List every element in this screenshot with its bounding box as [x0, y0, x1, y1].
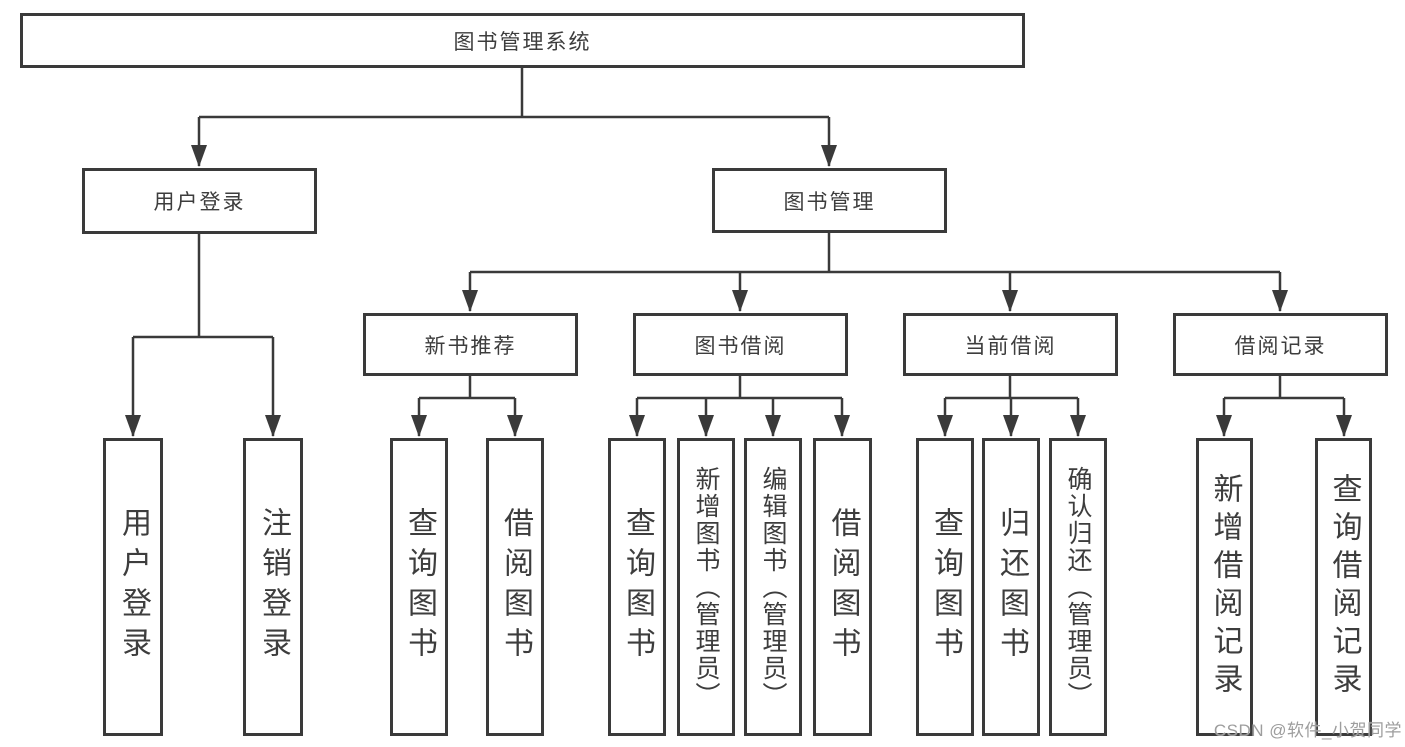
leaf-query-borrow-record: 查询借阅记录 — [1315, 438, 1372, 736]
leaf-borrow-books-recommend-label: 借阅图书 — [499, 507, 532, 667]
leaf-user-login-label: 用户登录 — [117, 507, 150, 667]
leaf-query-books-borrowing-label: 查询图书 — [621, 507, 654, 667]
leaf-add-borrow-record: 新增借阅记录 — [1196, 438, 1253, 736]
node-book-borrowing: 图书借阅 — [633, 313, 848, 376]
leaf-query-borrow-record-label: 查询借阅记录 — [1327, 473, 1361, 701]
leaf-return-books-label: 归还图书 — [995, 507, 1028, 667]
leaf-query-books-current-label: 查询图书 — [929, 507, 962, 667]
node-borrowing-records: 借阅记录 — [1173, 313, 1388, 376]
leaf-add-borrow-record-label: 新增借阅记录 — [1208, 473, 1242, 701]
node-new-book-recommend-label: 新书推荐 — [424, 334, 517, 358]
leaf-query-books-current: 查询图书 — [916, 438, 974, 736]
node-current-borrowing-label: 当前借阅 — [964, 334, 1057, 358]
leaf-logout-label: 注销登录 — [257, 507, 290, 667]
node-book-borrowing-label: 图书借阅 — [694, 334, 787, 358]
leaf-add-books-admin: 新增图书（管理员） — [677, 438, 735, 736]
node-new-book-recommend: 新书推荐 — [363, 313, 578, 376]
leaf-borrow-books-borrowing: 借阅图书 — [813, 438, 872, 736]
node-book-management-label: 图书管理 — [783, 190, 876, 214]
leaf-edit-books-admin-label: 编辑图书（管理员） — [759, 465, 787, 709]
leaf-borrow-books-recommend: 借阅图书 — [486, 438, 544, 736]
leaf-query-books-recommend-label: 查询图书 — [403, 507, 436, 667]
node-user-login: 用户登录 — [82, 168, 317, 234]
node-current-borrowing: 当前借阅 — [903, 313, 1118, 376]
leaf-add-books-admin-label: 新增图书（管理员） — [692, 465, 720, 709]
leaf-confirm-return-admin-label: 确认归还（管理员） — [1064, 465, 1092, 709]
leaf-borrow-books-borrowing-label: 借阅图书 — [826, 507, 860, 667]
leaf-logout: 注销登录 — [243, 438, 303, 736]
node-borrowing-records-label: 借阅记录 — [1234, 334, 1327, 358]
leaf-query-books-recommend: 查询图书 — [390, 438, 448, 736]
leaf-edit-books-admin: 编辑图书（管理员） — [744, 438, 802, 736]
leaf-return-books: 归还图书 — [982, 438, 1040, 736]
node-root-label: 图书管理系统 — [453, 30, 592, 54]
leaf-confirm-return-admin: 确认归还（管理员） — [1049, 438, 1107, 736]
leaf-query-books-borrowing: 查询图书 — [608, 438, 666, 736]
csdn-watermark: CSDN @软件_小贺同学 — [1213, 721, 1402, 740]
leaf-user-login: 用户登录 — [103, 438, 163, 736]
node-root-system: 图书管理系统 — [20, 13, 1025, 68]
node-book-management: 图书管理 — [712, 168, 947, 233]
node-user-login-label: 用户登录 — [153, 191, 246, 214]
